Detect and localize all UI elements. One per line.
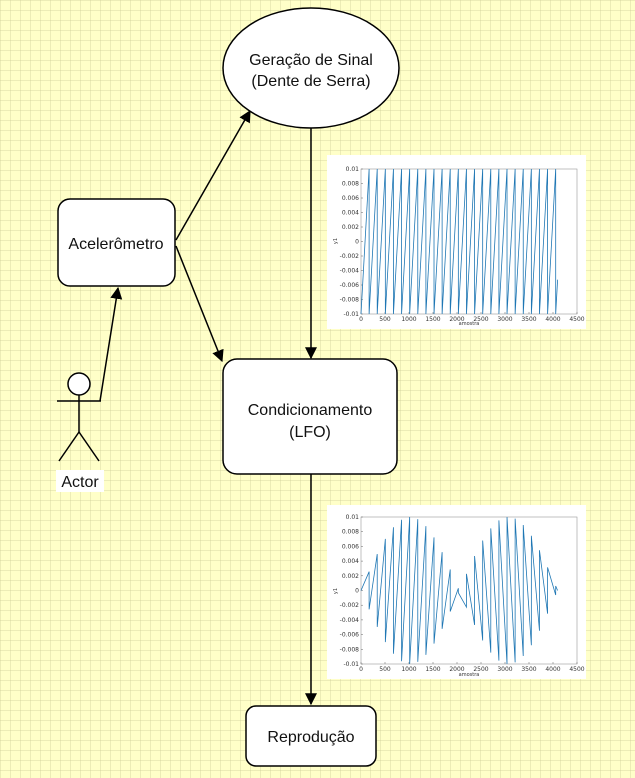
y-tick-label: -0.01 [343, 661, 359, 668]
x-tick-label: 2500 [473, 666, 488, 673]
y-tick-label: 0.008 [342, 529, 359, 536]
x-tick-label: 1000 [401, 666, 416, 673]
lfo-plot: 0 500 1000 1500 2000 2500 3000 3500 4000 4500 0.01… [327, 505, 586, 679]
x-tick-label: 1500 [425, 316, 440, 323]
playback-label: Reprodução [267, 729, 354, 746]
y-tick-label: 0.006 [342, 195, 359, 202]
y-tick-label: 0.002 [342, 224, 359, 231]
y-tick-label: 0.008 [342, 181, 359, 188]
x-tick-label: 0 [359, 666, 363, 673]
x-tick-label: 1000 [401, 316, 416, 323]
node-conditioning[interactable]: Condicionamento (LFO) [222, 358, 398, 475]
signal-gen-subtitle: (Dente de Serra) [251, 73, 370, 90]
lfo-series-line [360, 516, 558, 665]
y-tick-label: -0.002 [340, 602, 360, 609]
y-tick-label: 0.006 [342, 543, 359, 550]
y-axis-label: y1 [333, 238, 339, 244]
x-tick-label: 3000 [497, 316, 512, 323]
node-signal-generation[interactable]: Geração de Sinal (Dente de Serra) [222, 7, 400, 129]
x-tick-label: 2000 [449, 316, 464, 323]
y-axis-label: y1 [333, 588, 339, 594]
y-tick-label: -0.006 [340, 632, 360, 639]
y-tick-label: -0.004 [340, 268, 360, 275]
y-tick-label: -0.01 [343, 311, 359, 318]
x-tick-label: 3500 [521, 666, 536, 673]
x-tick-label: 500 [379, 666, 391, 673]
y-tick-label: 0 [355, 239, 359, 246]
y-tick-label: -0.004 [340, 617, 360, 624]
accelerometer-label: Acelerômetro [68, 236, 163, 253]
node-accelerometer[interactable]: Acelerômetro [57, 198, 176, 287]
x-axis-label: amostra [459, 672, 480, 678]
signal-gen-title: Geração de Sinal [249, 52, 373, 69]
x-tick-label: 4000 [545, 666, 560, 673]
edge-accelerometer-to-conditioning [175, 245, 224, 363]
y-tick-label: -0.006 [340, 282, 360, 289]
sawtooth-plot: 0 500 1000 1500 2000 2500 3000 3500 4000 4500 0.01… [327, 155, 586, 329]
x-tick-label: 3000 [497, 666, 512, 673]
y-tick-label: 0.004 [342, 558, 359, 565]
y-tick-label: -0.008 [340, 297, 360, 304]
y-tick-label: 0.002 [342, 573, 359, 580]
actor-label: Actor [61, 474, 99, 491]
actor-head-icon [67, 372, 91, 396]
x-axis-label: amostra [459, 321, 480, 327]
x-tick-label: 2000 [449, 666, 464, 673]
edge-accelerometer-to-signal-gen [175, 109, 251, 241]
x-tick-label: 4500 [569, 666, 584, 673]
y-tick-label: -0.008 [340, 646, 360, 653]
x-tick-label: 4500 [569, 316, 584, 323]
edges [99, 109, 317, 706]
x-tick-label: 4000 [545, 316, 560, 323]
x-tick-label: 0 [359, 316, 363, 323]
x-tick-label: 500 [379, 316, 391, 323]
sawtooth-series-line [360, 168, 559, 315]
x-tick-label: 1500 [425, 666, 440, 673]
y-tick-label: 0.004 [342, 210, 359, 217]
y-tick-label: 0.01 [346, 166, 360, 173]
edge-actor-to-accelerometer [99, 286, 123, 402]
conditioning-title: Condicionamento [248, 402, 373, 419]
x-tick-label: 3500 [521, 316, 536, 323]
actor-figure[interactable]: Actor [56, 372, 104, 492]
node-playback[interactable]: Reprodução [245, 705, 377, 767]
x-tick-label: 2500 [473, 316, 488, 323]
y-tick-label: 0.01 [346, 514, 360, 521]
y-tick-label: 0 [355, 588, 359, 595]
conditioning-subtitle: (LFO) [289, 424, 331, 441]
y-tick-label: -0.002 [340, 253, 360, 260]
